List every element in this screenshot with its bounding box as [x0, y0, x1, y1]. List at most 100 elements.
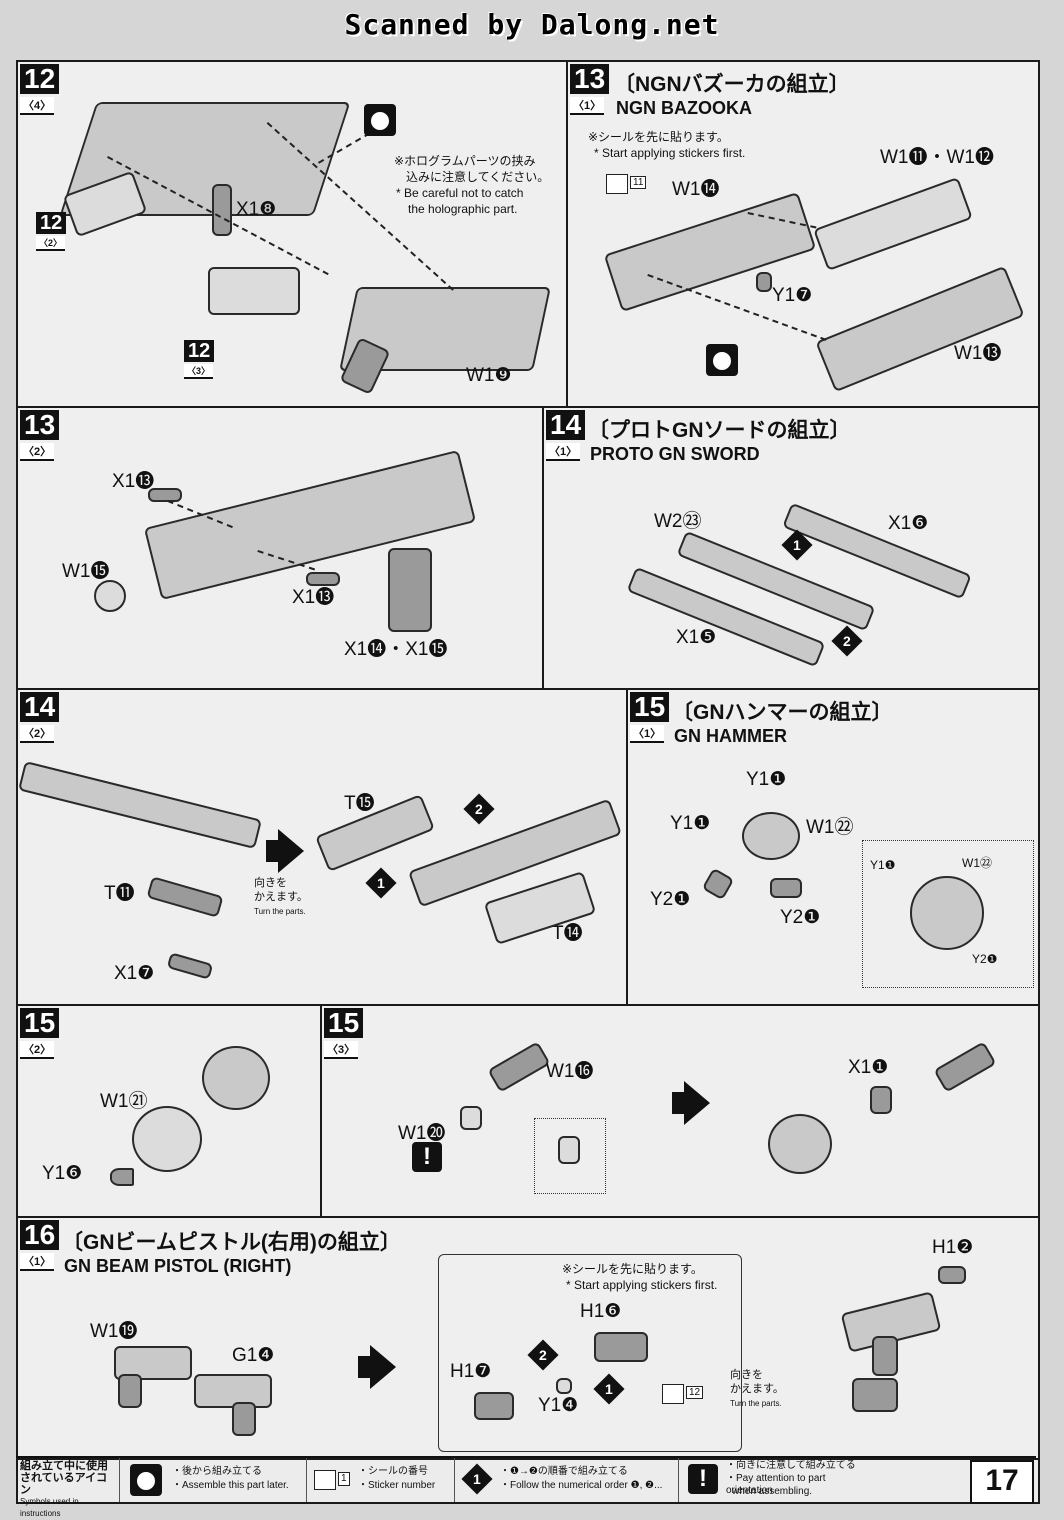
small-part-h12 — [938, 1266, 966, 1284]
part-label-h16: H1❻ — [580, 1301, 622, 1322]
legend-later: ・後から組み立てる ・Assemble this part later. — [120, 1458, 307, 1502]
small-part-y17 — [756, 272, 772, 292]
part-label-w121: W1㉑ — [100, 1091, 148, 1112]
process-arrow — [672, 1092, 684, 1114]
magazine-part — [388, 548, 432, 632]
step-12-panel: 12 〈4〉 X1❽ W1❾ ※ホログラムパーツの挟み 込みに注意してください。… — [16, 60, 572, 410]
note-jp-line1: ※ホログラムパーツの挟み — [394, 154, 536, 168]
sword-grip-t11 — [146, 876, 224, 918]
inset-label-y21: Y2❶ — [972, 952, 998, 966]
sticker-number: 12 — [686, 1386, 704, 1399]
small-part-y14 — [556, 1378, 572, 1394]
turn-note-jp-2: かえます。 — [254, 891, 308, 903]
part-label-y16: Y1❻ — [42, 1163, 83, 1184]
handle-complete — [933, 1041, 997, 1093]
spike-part-a — [701, 867, 735, 901]
pistol-grip-w119 — [118, 1374, 142, 1408]
detail-inset — [862, 840, 1034, 988]
step-subnumber: 〈2〉 — [20, 1041, 55, 1059]
step-15-3-panel: 15 〈3〉 W1⓰ W1⓴ ! X1❶ — [320, 1004, 1040, 1222]
step-title-en: GN HAMMER — [674, 726, 787, 746]
step-number: 13 — [570, 64, 610, 94]
step-subnumber: 〈1〉 — [570, 97, 605, 115]
step-subnumber: 〈3〉 — [324, 1041, 359, 1059]
part-label-x17: X1❼ — [114, 963, 155, 984]
part-label-w111-12: W1⓫・W1⓬ — [880, 147, 995, 168]
clip-part-a — [148, 488, 182, 502]
part-label-w114: W1⓮ — [672, 179, 720, 200]
step-title-en: PROTO GN SWORD — [590, 444, 760, 464]
part-label-x11: X1❶ — [848, 1057, 889, 1078]
cone-part-y16 — [110, 1168, 134, 1186]
sticker-note-en: * Start applying stickers first. — [566, 1278, 718, 1292]
order-icon: 1 — [461, 1463, 493, 1495]
part-label-x18: X1❽ — [236, 199, 277, 220]
step-14-2-panel: 14 〈2〉 T⓫ X1❼ 向きを かえます。 Turn the parts. … — [16, 688, 632, 1008]
step-number: 12 — [20, 64, 60, 94]
hammer-complete — [768, 1114, 832, 1174]
part-label-t14: T⓮ — [552, 923, 583, 944]
step-16-panel: 16 〈1〉 〔GNビームピストル(右用)の組立〕 GN BEAM PISTOL… — [16, 1216, 1040, 1460]
pistol-complete-grip — [872, 1336, 898, 1376]
part-label-y21-b: Y2❶ — [780, 907, 821, 928]
pistol-block-h16 — [594, 1332, 648, 1362]
part-label-w19: W1❾ — [466, 365, 512, 386]
sticker-icon — [314, 1470, 336, 1490]
legend-warning: ! ・向きに注意して組み立てる ・Pay attention to part o… — [678, 1458, 874, 1502]
order-step-1: 1 — [365, 867, 397, 899]
turn-note-en: Turn the parts. — [254, 907, 306, 916]
legend-order: 1 ・❶→❷の順番で組み立てる ・Follow the numerical or… — [454, 1458, 679, 1502]
legend-later-en: ・Assemble this part later. — [172, 1480, 289, 1491]
turn-note-jp-1: 向きを — [254, 877, 287, 889]
legend-title-jp-1: 組み立て中に使用 — [20, 1460, 108, 1472]
part-label-g14: G1❹ — [232, 1345, 275, 1366]
part-label-w113: W1⓭ — [954, 343, 1002, 364]
sticker-number: 1 — [338, 1472, 350, 1486]
step-title-jp: 〔プロトGNソードの組立〕 — [588, 419, 851, 442]
part-label-t15: T⓯ — [344, 793, 375, 814]
order-step-2: 2 — [831, 625, 863, 657]
step-number: 14 — [20, 692, 60, 722]
sticker-icon — [606, 174, 628, 194]
step-subnumber: 〈1〉 — [630, 725, 665, 743]
handle-part-w116 — [487, 1041, 551, 1093]
order-step-2: 2 — [463, 793, 495, 825]
sticker-note-jp: ※シールを先に貼ります。 — [562, 1262, 703, 1276]
part-label-w223: W2㉓ — [654, 511, 702, 532]
part-label-y14: Y1❹ — [538, 1395, 579, 1416]
process-arrow-head — [370, 1345, 396, 1389]
step-14-1-panel: 14 〈1〉 〔プロトGNソードの組立〕 PROTO GN SWORD W2㉓ … — [542, 406, 1040, 692]
legend-title-jp-2: されているアイコン — [20, 1472, 108, 1496]
step-number: 15 — [324, 1008, 364, 1038]
part-label-y21-a: Y2❶ — [650, 889, 691, 910]
scan-banner: Scanned by Dalong.net — [344, 8, 720, 41]
detail-inset — [438, 1254, 742, 1452]
ref-step-12-3: 12 — [184, 340, 215, 362]
part-label-x15: X1❺ — [676, 627, 717, 648]
legend-sticker-jp: ・シールの番号 — [358, 1466, 428, 1477]
step-title-jp: 〔GNビームピストル(右用)の組立〕 — [62, 1231, 401, 1254]
note-en-line2: the holographic part. — [408, 202, 518, 216]
part-label-y17: Y1❼ — [772, 285, 813, 306]
assemble-later-icon — [130, 1464, 162, 1496]
part-label-y11-top: Y1❶ — [746, 769, 787, 790]
step-subnumber: 〈4〉 — [20, 97, 55, 115]
legend-title: 組み立て中に使用 されているアイコン Symbols used in instr… — [16, 1458, 120, 1518]
step-subnumber: 〈1〉 — [546, 443, 581, 461]
legend-title-en: Symbols used in instructions — [20, 1497, 79, 1518]
legend-later-jp: ・後から組み立てる — [172, 1466, 262, 1477]
part-label-w122: W1㉒ — [806, 817, 854, 838]
part-label-h12: H1❷ — [932, 1237, 974, 1258]
legend-sticker-en: ・Sticker number — [358, 1480, 436, 1491]
page-number: 17 — [970, 1460, 1034, 1504]
process-arrow — [358, 1356, 370, 1378]
turn-note-jp-1: 向きを — [730, 1369, 763, 1381]
clip-x17 — [166, 952, 214, 980]
step-title-en: NGN BAZOOKA — [616, 98, 752, 118]
inset-label-w122: W1㉒ — [962, 856, 993, 870]
process-arrow — [266, 840, 278, 862]
part-label-w120: W1⓴ — [398, 1123, 446, 1144]
hammer-head — [742, 812, 800, 860]
pistol-block-h17 — [474, 1392, 514, 1420]
part-label-w116: W1⓰ — [546, 1061, 594, 1082]
